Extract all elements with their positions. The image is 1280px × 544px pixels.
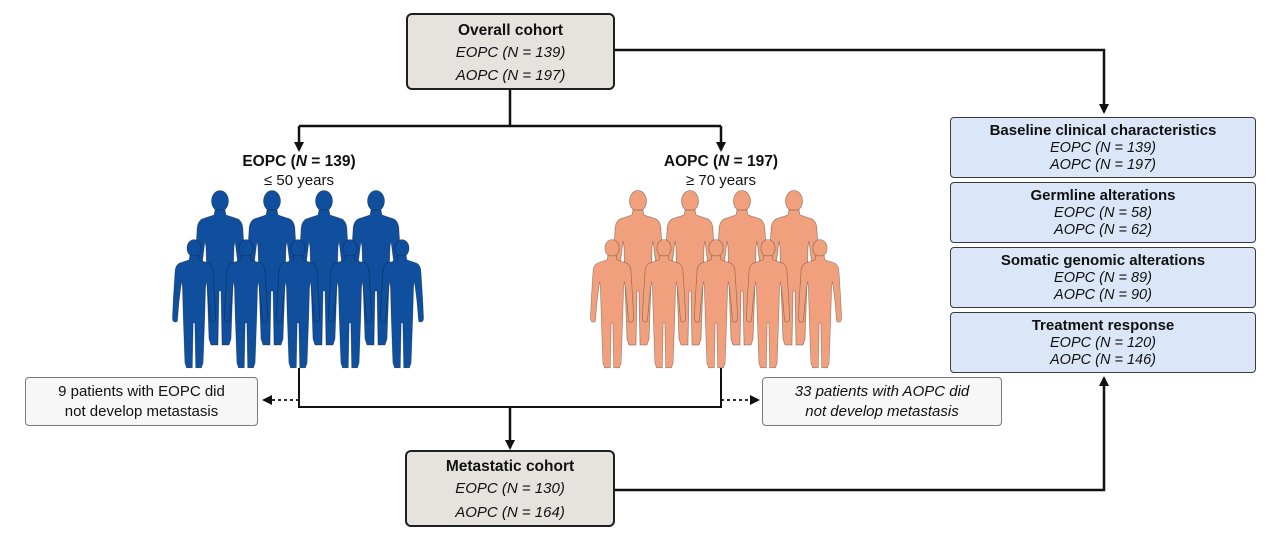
patient-figure [590,239,634,369]
analysis-title: Germline alterations [1030,187,1176,204]
analysis-box-treatment: Treatment response EOPC (N = 120) AOPC (… [950,312,1256,373]
analysis-eopc-count: EOPC (N = 139) [1050,140,1156,156]
analysis-title: Baseline clinical characteristics [989,122,1217,139]
analysis-aopc-count: AOPC (N = 62) [1054,222,1152,238]
analysis-aopc-count: AOPC (N = 146) [1050,352,1156,368]
analysis-box-somatic: Somatic genomic alterations EOPC (N = 89… [950,247,1256,308]
patient-figure [224,239,268,369]
analysis-box-germline: Germline alterations EOPC (N = 58) AOPC … [950,182,1256,243]
patient-figure [328,239,372,369]
analysis-eopc-count: EOPC (N = 58) [1054,205,1152,221]
eopc-excluded-line2: not develop metastasis [64,403,219,420]
analysis-box-baseline: Baseline clinical characteristics EOPC (… [950,117,1256,178]
metastatic-aopc-count: AOPC (N = 164) [455,504,565,521]
metastatic-eopc-count: EOPC (N = 130) [455,480,565,497]
patient-figure [694,239,738,369]
patient-figure [663,190,717,346]
patient-figure [767,190,821,346]
arrow-to-analyses [615,48,1109,114]
aopc-patient-figures [590,190,842,369]
eopc-group-label: EOPC (N = 139) [242,153,356,170]
patient-figure [798,239,842,369]
aopc-age-range: ≥ 70 years [686,172,756,189]
patient-figure [642,239,686,369]
overall-aopc-count: AOPC (N = 197) [455,67,566,84]
analysis-title: Treatment response [1031,317,1175,334]
patient-figure [245,190,299,346]
aopc-excluded-line2: not develop metastasis [805,403,959,420]
patient-figure [172,239,216,369]
eopc-patient-figures [172,190,424,369]
patient-figure [715,190,769,346]
metastatic-cohort-box: Metastatic cohort EOPC (N = 130) AOPC (N… [405,450,615,527]
aopc-group-label: AOPC (N = 197) [663,153,779,170]
eopc-age-range: ≤ 50 years [264,172,334,189]
arrow-metastatic-to-analyses [615,376,1109,492]
aopc-excluded-note: 33 patients with AOPC did not develop me… [762,377,1002,426]
patient-figure [297,190,351,346]
analysis-eopc-count: EOPC (N = 89) [1054,270,1152,286]
eopc-group-header: EOPC (N = 139) ≤ 50 years [199,152,399,190]
analysis-eopc-count: EOPC (N = 120) [1050,335,1156,351]
analysis-title: Somatic genomic alterations [1000,252,1206,269]
patient-figure [276,239,320,369]
metastatic-cohort-title: Metastatic cohort [445,458,575,475]
merge-line [298,368,722,408]
patient-figure [380,239,424,369]
analysis-aopc-count: AOPC (N = 197) [1050,157,1156,173]
overall-cohort-title: Overall cohort [457,22,564,39]
patient-figure [193,190,247,346]
overall-cohort-box: Overall cohort EOPC (N = 139) AOPC (N = … [406,13,615,90]
analysis-aopc-count: AOPC (N = 90) [1054,287,1152,303]
patient-figure [611,190,665,346]
eopc-excluded-line1: 9 patients with EOPC did [58,383,225,400]
overall-eopc-count: EOPC (N = 139) [455,44,566,61]
eopc-excluded-note: 9 patients with EOPC did not develop met… [25,377,258,426]
split-line [299,90,721,128]
patient-figure [349,190,403,346]
aopc-excluded-line1: 33 patients with AOPC did [794,383,970,400]
aopc-group-header: AOPC (N = 197) ≥ 70 years [621,152,821,190]
patient-figure [746,239,790,369]
